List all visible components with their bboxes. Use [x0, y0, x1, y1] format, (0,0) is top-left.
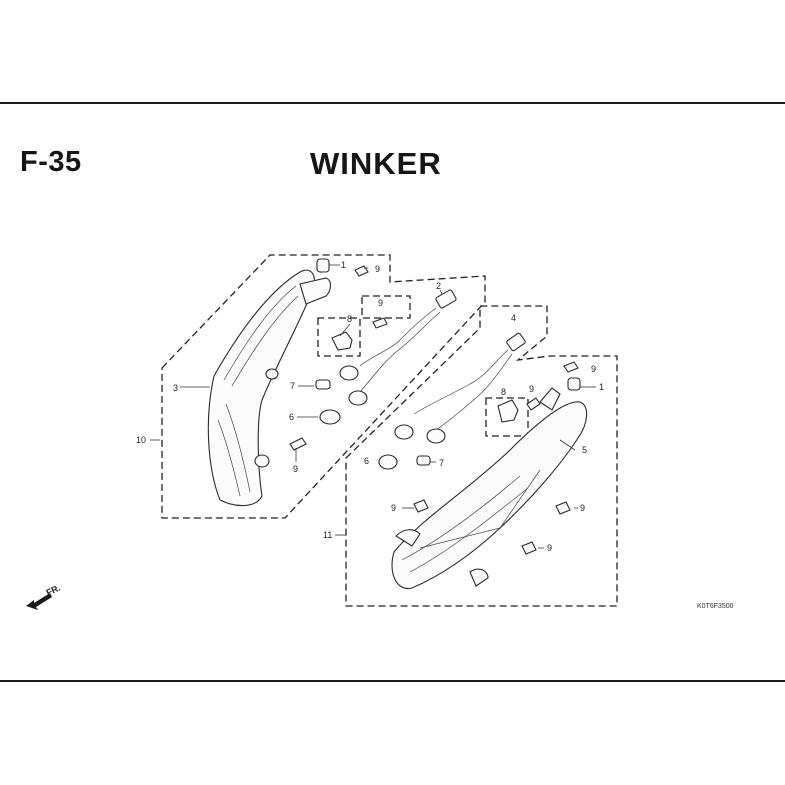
callout-label: 7 — [290, 381, 295, 391]
group-8-left-box — [317, 317, 361, 357]
left-screw-mid — [372, 317, 388, 329]
callout-label: 6 — [364, 456, 369, 466]
left-winker-lens — [207, 269, 332, 507]
left-bulb-6 — [319, 409, 341, 425]
callout-label: 11 — [323, 530, 332, 540]
callout-label: 8 — [501, 387, 506, 397]
right-bulb-7 — [416, 455, 431, 466]
right-callouts: 4 9 1 8 9 5 6 7 9 9 11 9 — [323, 313, 604, 553]
right-screw-socket — [526, 397, 541, 411]
right-bulb-6 — [378, 454, 398, 470]
left-harness — [339, 289, 457, 406]
callout-label: 5 — [582, 445, 587, 455]
page-code: F-35 — [20, 146, 82, 178]
callout-label: 9 — [547, 543, 552, 553]
callout-label: 7 — [439, 458, 444, 468]
left-leaders — [150, 289, 443, 462]
right-harness — [394, 332, 526, 444]
right-grommet — [567, 377, 581, 391]
callout-label: 3 — [173, 383, 178, 393]
callout-label: 4 — [511, 313, 516, 323]
right-leaders — [335, 386, 596, 549]
front-arrow-label: FR. — [45, 583, 62, 598]
callout-label: 6 — [289, 412, 294, 422]
callout-label: 9 — [375, 264, 380, 274]
callout-label: 9 — [591, 364, 596, 374]
right-screw-bottom — [521, 541, 537, 555]
callout-label: 9 — [378, 298, 383, 308]
callout-label: 8 — [347, 314, 352, 324]
right-screw-right — [555, 501, 571, 515]
left-callouts: 1 9 2 9 8 3 7 6 9 10 — [136, 260, 441, 474]
page-title: WINKER — [310, 146, 442, 181]
callout-label: 9 — [293, 464, 298, 474]
left-socket — [331, 331, 353, 351]
left-grommet — [316, 258, 340, 273]
left-screw-top — [354, 265, 369, 277]
callout-label: 1 — [599, 382, 604, 392]
group-10-outline — [161, 254, 486, 519]
callout-label: 9 — [529, 384, 534, 394]
drawing-code: K0T6F3500 — [697, 603, 734, 610]
front-arrow-icon: FR. — [26, 583, 62, 610]
diagram-frame — [0, 102, 785, 682]
callout-label: 10 — [136, 435, 146, 445]
group-9-left-box — [361, 295, 411, 319]
callout-label: 2 — [436, 281, 441, 291]
right-socket — [497, 399, 519, 423]
right-screw-top — [563, 361, 579, 373]
left-screw-bottom — [289, 437, 307, 451]
group-11-outline — [345, 305, 618, 607]
left-bulb-7 — [315, 379, 331, 390]
callout-label: 9 — [580, 503, 585, 513]
callout-label: 9 — [391, 503, 396, 513]
callout-label: 1 — [341, 260, 346, 270]
right-screw-left — [413, 499, 429, 513]
right-winker-lens — [391, 387, 588, 589]
